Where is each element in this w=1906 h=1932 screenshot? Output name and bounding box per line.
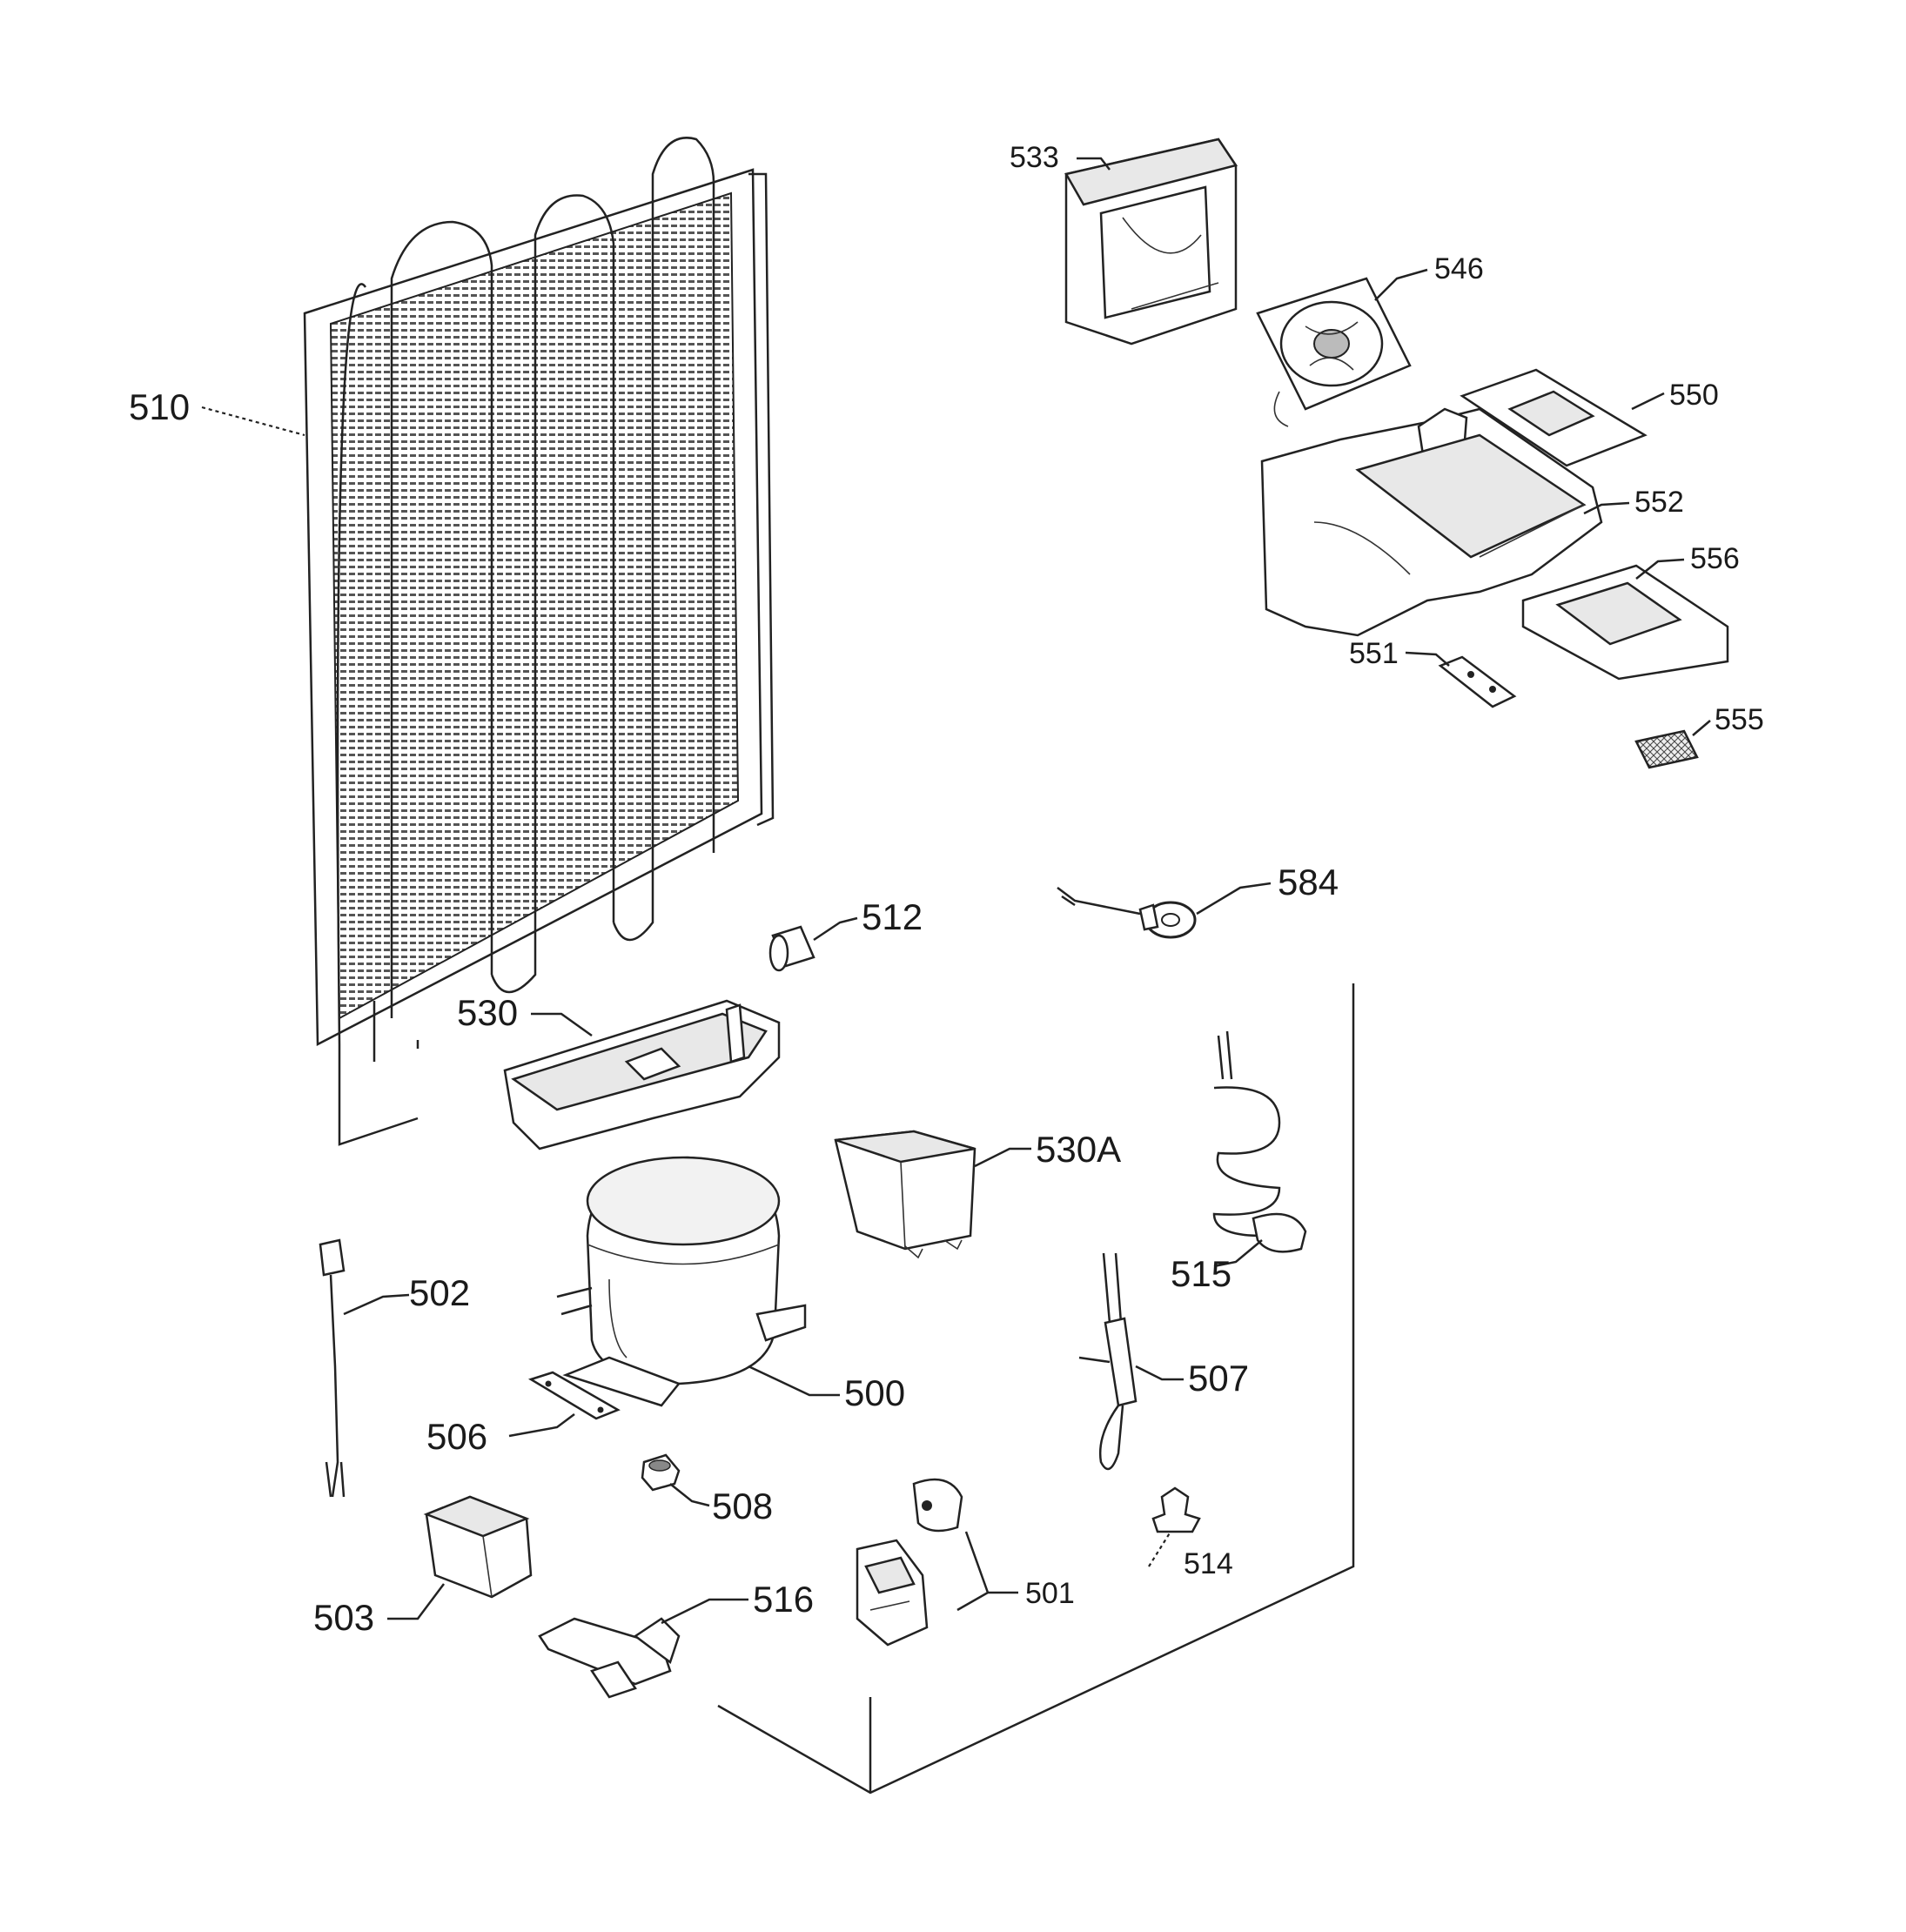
leader-502 — [343, 1293, 410, 1316]
label-584: 584 — [1278, 862, 1339, 902]
leader-551 — [1405, 651, 1450, 667]
label-503: 503 — [313, 1597, 374, 1638]
label-516: 516 — [753, 1579, 814, 1620]
housing-552 — [1260, 407, 1603, 637]
label-514: 514 — [1184, 1547, 1233, 1580]
label-555: 555 — [1715, 703, 1764, 736]
leader-556 — [1635, 558, 1685, 580]
leader-510 — [201, 406, 305, 437]
leader-500 — [748, 1365, 840, 1397]
label-508: 508 — [712, 1486, 773, 1526]
leader-512 — [813, 916, 858, 942]
heater-coil-515 — [1212, 1030, 1307, 1253]
leader-555 — [1692, 720, 1711, 736]
leader-501 — [956, 1531, 1018, 1612]
tray-556 — [1521, 564, 1729, 681]
relay-501 — [856, 1478, 963, 1647]
leader-530A — [974, 1147, 1031, 1168]
filter-555 — [1634, 729, 1699, 769]
compressor-500 — [556, 1156, 807, 1407]
heater-507 — [1078, 1252, 1138, 1471]
leader-552 — [1583, 501, 1630, 515]
label-506: 506 — [426, 1416, 487, 1457]
leader-507 — [1135, 1365, 1184, 1381]
label-502: 502 — [409, 1272, 470, 1313]
leader-533 — [1077, 157, 1111, 171]
label-550: 550 — [1669, 379, 1719, 412]
leader-506 — [508, 1413, 575, 1438]
capacitor-503 — [423, 1495, 533, 1599]
leader-584 — [1196, 882, 1272, 916]
bushing-512 — [768, 925, 815, 972]
cabinet-outline — [717, 983, 1355, 1794]
condenser-510 — [303, 137, 775, 1146]
leader-515 — [1213, 1239, 1263, 1268]
grommet-508 — [641, 1453, 681, 1492]
label-510: 510 — [129, 386, 190, 427]
label-500: 500 — [844, 1372, 905, 1413]
label-515: 515 — [1171, 1253, 1232, 1294]
bracket-551 — [1438, 655, 1517, 708]
label-556: 556 — [1690, 542, 1740, 575]
grommet-514 — [1151, 1486, 1201, 1533]
label-530A: 530A — [1036, 1129, 1121, 1170]
leader-508 — [669, 1483, 710, 1507]
leader-514 — [1148, 1531, 1171, 1567]
fan-shroud-533 — [1064, 138, 1238, 345]
bracket-516 — [538, 1617, 681, 1699]
overload-502 — [319, 1238, 346, 1498]
label-507: 507 — [1188, 1358, 1249, 1399]
label-546: 546 — [1434, 252, 1484, 285]
mount-plate-506 — [527, 1371, 621, 1420]
fan-546 — [1256, 277, 1412, 427]
label-552: 552 — [1634, 486, 1684, 519]
leader-503 — [387, 1583, 445, 1620]
drip-tray-530 — [503, 999, 781, 1150]
label-533: 533 — [1010, 141, 1059, 174]
leader-546 — [1374, 268, 1428, 301]
label-530: 530 — [457, 992, 518, 1033]
leader-516 — [661, 1598, 748, 1625]
leader-530 — [531, 1012, 593, 1037]
label-551: 551 — [1349, 637, 1399, 670]
bucket-530A — [834, 1130, 976, 1259]
label-501: 501 — [1025, 1577, 1075, 1610]
label-512: 512 — [862, 896, 923, 937]
leader-550 — [1631, 392, 1665, 411]
sensor-584 — [1057, 887, 1197, 939]
